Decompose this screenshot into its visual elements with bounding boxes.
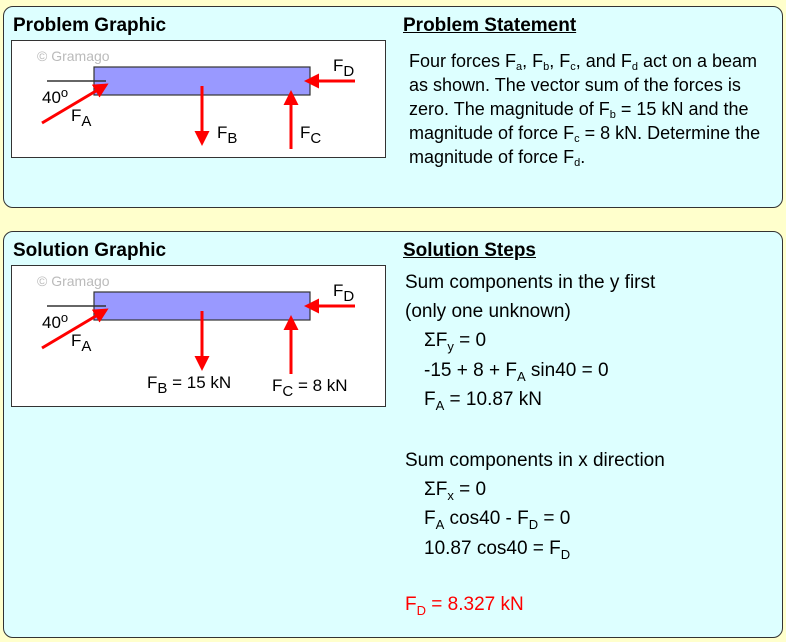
problem-statement: Four forces Fa, Fb, Fc, and Fd act on a … [409, 49, 769, 169]
step-line: Sum components in x direction [405, 450, 665, 471]
statement-text: , F [522, 51, 544, 71]
force-arrow-fa [41, 308, 109, 350]
label-fa: FA [71, 331, 91, 355]
angle-label: 40o [42, 85, 68, 107]
label-fc: FC [300, 123, 321, 147]
step-equation: 10.87 cos40 = FD [424, 538, 571, 562]
solution-panel: Solution Graphic Solution Steps © Gramag… [3, 231, 783, 638]
angle-label: 40o [42, 310, 68, 332]
step-equation: FA = 10.87 kN [424, 389, 542, 413]
statement-text: = 8 kN. Determine the magnitude of force… [409, 123, 761, 167]
statement-text: = 15 kN and the magnitude of force F [409, 99, 749, 143]
statement-text: Four forces F [409, 51, 517, 71]
subscript: d [574, 157, 581, 169]
step-equation: FA cos40 - FD = 0 [424, 508, 571, 532]
watermark: © Gramago [37, 273, 110, 289]
problem-graphic-title: Problem Graphic [13, 15, 167, 36]
label-fa: FA [71, 106, 91, 130]
statement-text: , and F [575, 51, 632, 71]
watermark: © Gramago [37, 48, 110, 64]
statement-text: act on a beam as shown. The vector sum o… [409, 51, 758, 119]
label-fb: FB [217, 123, 237, 147]
force-arrow-fa [41, 83, 109, 125]
solution-graphic-title: Solution Graphic [13, 240, 167, 261]
label-fb: FB = 15 kN [147, 373, 231, 397]
subscript: c [574, 133, 580, 145]
problem-statement-title: Problem Statement [403, 15, 577, 36]
subscript: b [609, 109, 616, 121]
label-fc: FC = 8 kN [272, 376, 348, 400]
step-line: Sum components in the y first [405, 272, 656, 293]
subscript: c [570, 61, 576, 73]
answer: FD = 8.327 kN [405, 594, 524, 618]
step-equation: ΣFy = 0 [424, 330, 487, 354]
step-equation: ΣFx = 0 [424, 479, 487, 503]
statement-text: . [580, 147, 586, 167]
solution-steps-title: Solution Steps [403, 240, 536, 261]
subscript: d [631, 61, 638, 73]
label-fd: FD [333, 281, 354, 305]
label-fd: FD [333, 56, 354, 80]
problem-panel: Problem Graphic Problem Statement © Gram… [3, 6, 783, 208]
statement-text: , F [549, 51, 571, 71]
subscript: a [516, 61, 523, 73]
step-equation: -15 + 8 + FA sin40 = 0 [424, 360, 609, 384]
step-line: (only one unknown) [405, 301, 571, 322]
subscript: b [543, 61, 550, 73]
